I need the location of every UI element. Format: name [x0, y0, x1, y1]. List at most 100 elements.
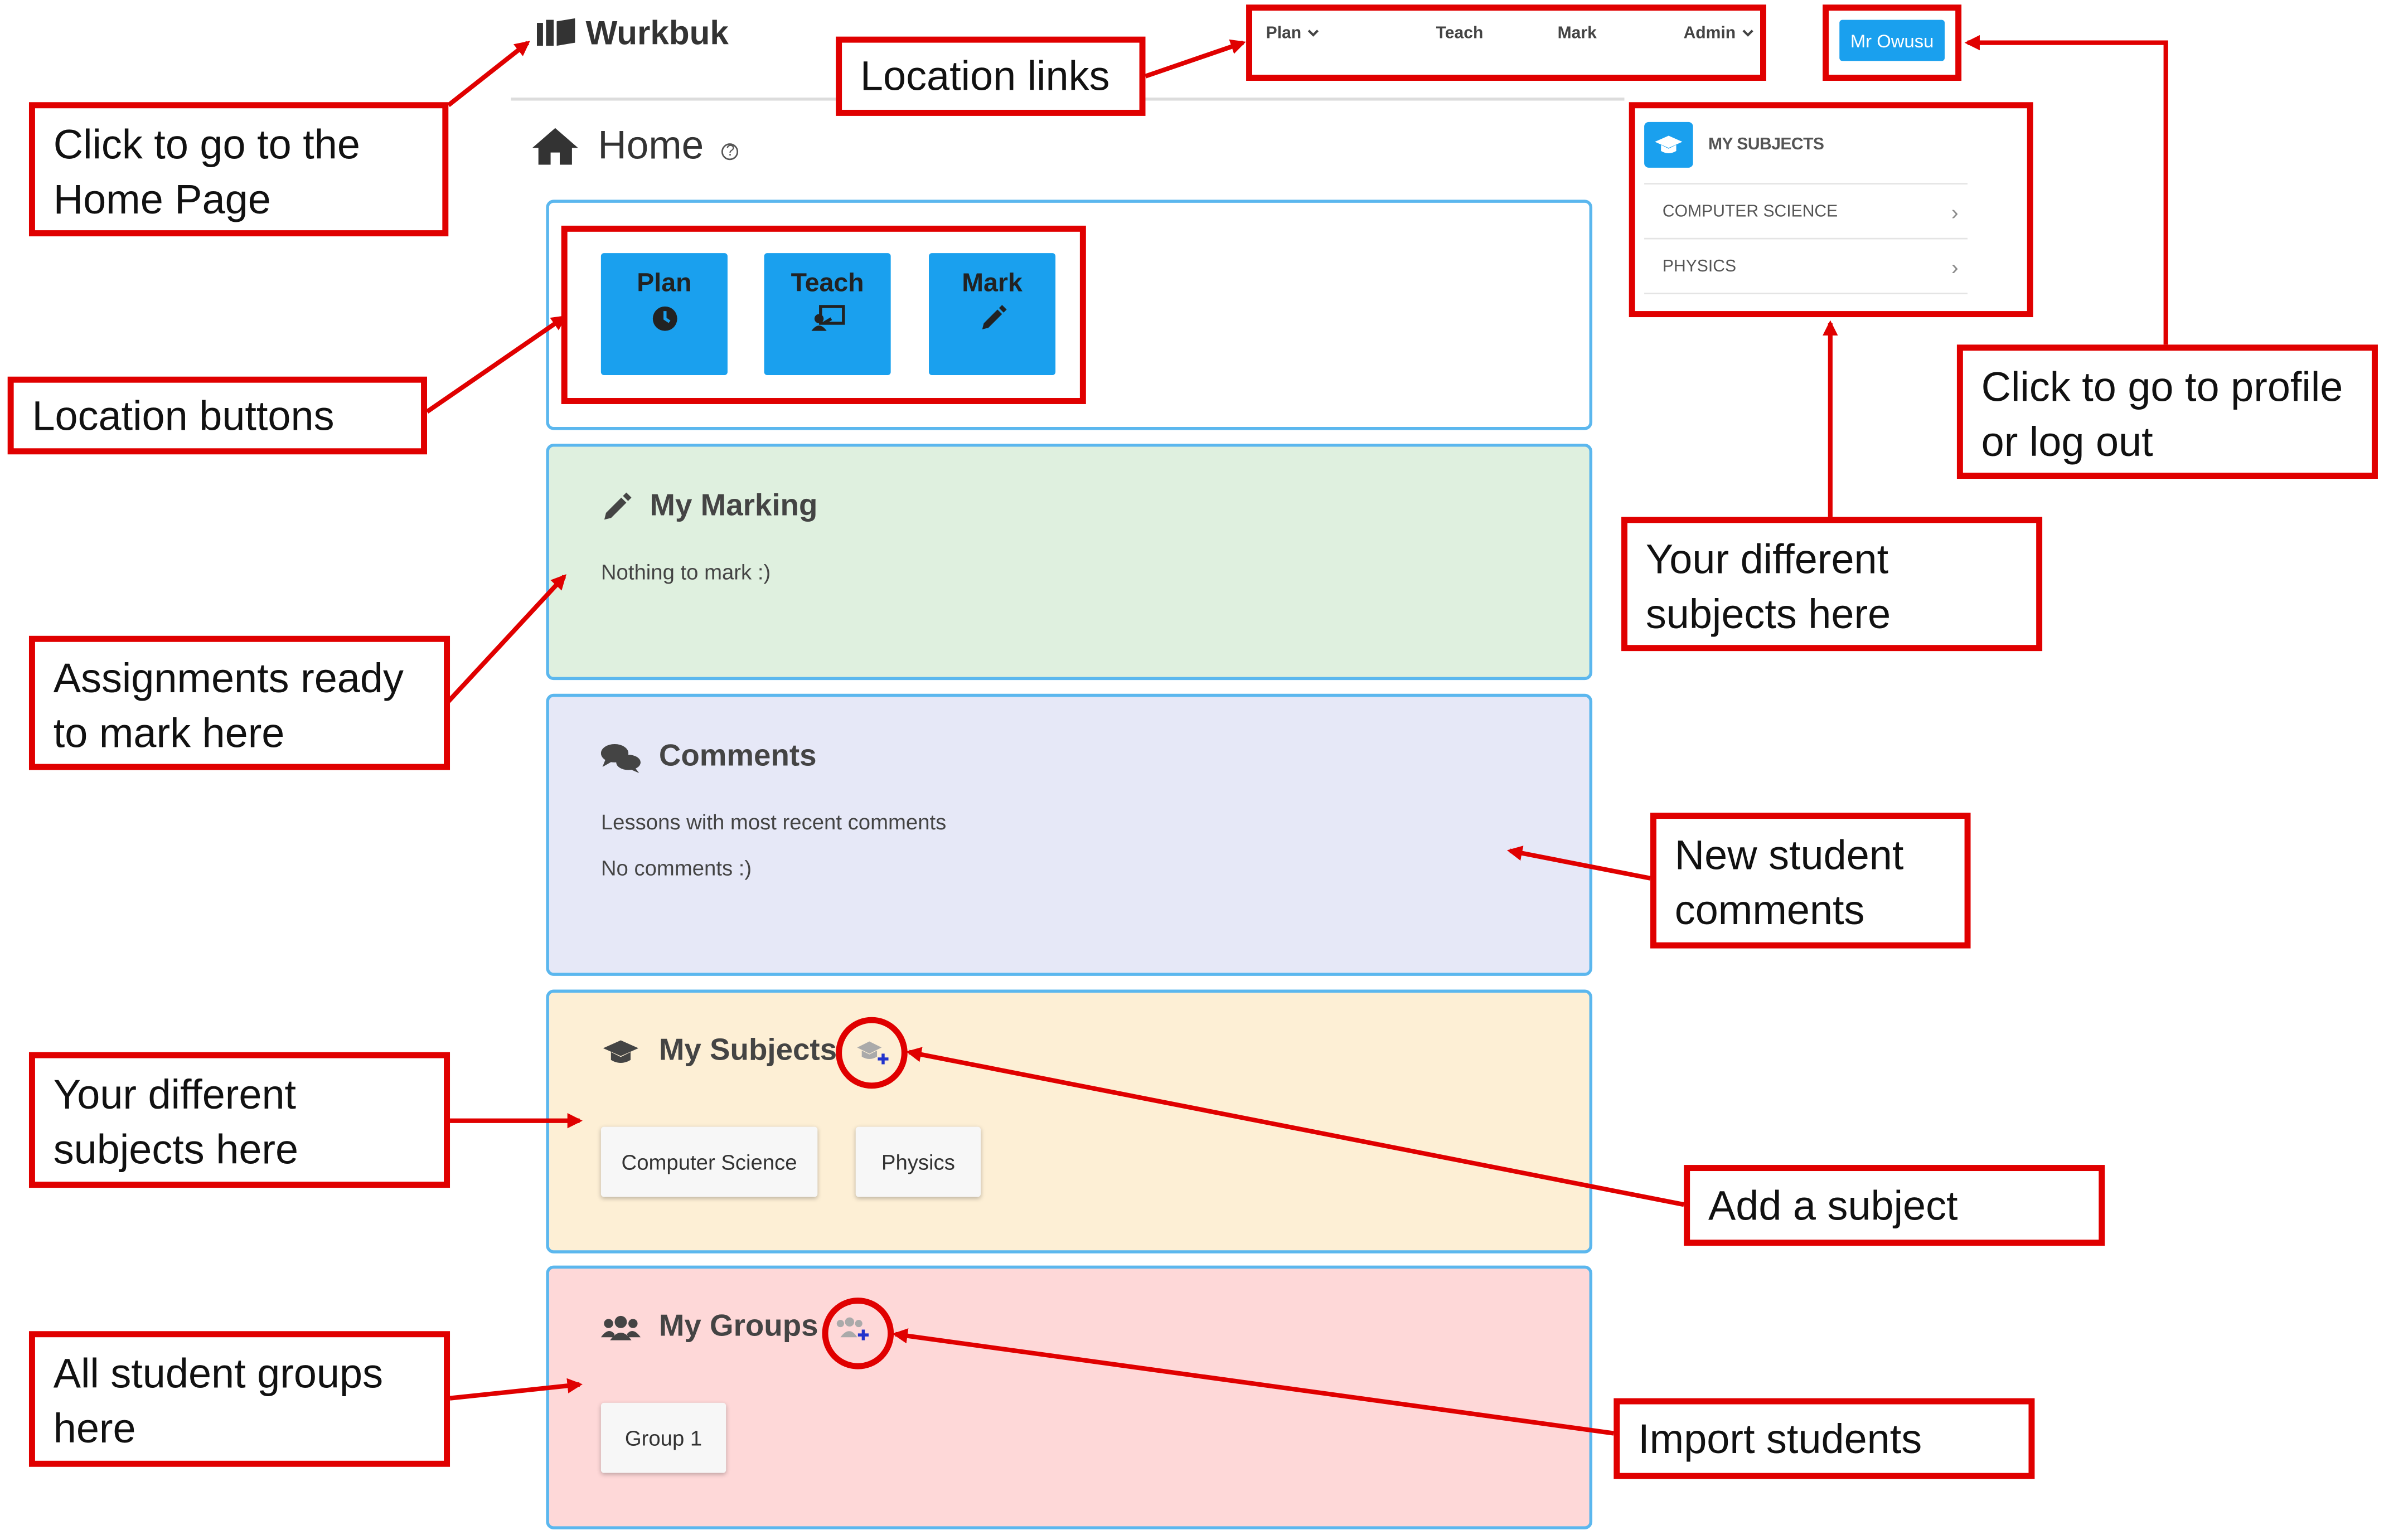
callout-groups-line1: All student groups [53, 1350, 384, 1397]
sidebar-title: MY SUBJECTS [1708, 135, 1824, 154]
callout-import-students: Import students [1613, 1398, 2035, 1479]
arrow-location-links [1145, 39, 1246, 79]
comments-panel: Comments Lessons with most recent commen… [546, 693, 1593, 976]
home-logo[interactable]: Wurkbuk [536, 13, 729, 54]
arrow-location-buttons [425, 315, 567, 414]
nav-mark-label: Mark [1557, 24, 1597, 43]
sidebar-item-physics[interactable]: PHYSICS › [1644, 237, 1968, 294]
subject-chip-computer-science[interactable]: Computer Science [600, 1126, 818, 1197]
location-links: Plan Teach Mark Admin [1266, 25, 1754, 43]
app-name: Wurkbuk [585, 13, 729, 52]
clock-icon [652, 306, 677, 331]
plan-location-button[interactable]: Plan [600, 253, 728, 375]
callout-groups-line2: here [53, 1406, 136, 1452]
chevron-down-icon [1742, 30, 1753, 37]
nav-admin-label: Admin [1683, 24, 1736, 43]
pencil-icon [604, 492, 632, 519]
arrow-marking [447, 574, 566, 703]
callout-add-subject: Add a subject [1684, 1165, 2105, 1246]
callout-subjects-line1: Your different [53, 1072, 297, 1118]
my-marking-title: My Marking [601, 489, 818, 524]
callout-comments-line2: comments [1674, 887, 1865, 934]
graduation-cap-icon [603, 1039, 639, 1062]
sidebar-item-label: COMPUTER SCIENCE [1662, 202, 1838, 221]
callout-location-links: Location links [836, 36, 1146, 116]
comments-title: Comments [600, 739, 817, 775]
my-marking-panel: My Marking Nothing to mark :) [546, 444, 1593, 681]
book-logo-icon [536, 18, 575, 46]
chevron-down-icon [1308, 30, 1319, 37]
sidebar-item-computer-science[interactable]: COMPUTER SCIENCE › [1644, 183, 1968, 237]
callout-profile-line2: or log out [1981, 419, 2153, 465]
home-icon [532, 127, 578, 164]
callout-profile-line1: Click to go to profile [1981, 364, 2343, 410]
nav-admin-link[interactable]: Admin [1626, 25, 1754, 43]
my-groups-panel: My Groups Group 1 [546, 1265, 1593, 1529]
nav-teach-label: Teach [1436, 24, 1484, 43]
group-chip-group-1[interactable]: Group 1 [600, 1402, 726, 1473]
callout-home-page-line2: Home Page [53, 177, 271, 223]
callout-subjects: Your different subjects here [28, 1052, 450, 1188]
callout-sidebar-subjects: Your different subjects here [1621, 517, 2043, 652]
callout-marking-line1: Assignments ready [53, 655, 404, 702]
callout-subjects-line2: subjects here [53, 1126, 299, 1173]
nav-teach-link[interactable]: Teach [1391, 25, 1528, 43]
graduation-cap-icon [1644, 122, 1693, 168]
nav-plan-label: Plan [1266, 24, 1302, 43]
comments-icon [600, 743, 641, 773]
sidebar-my-subjects: MY SUBJECTS COMPUTER SCIENCE › PHYSICS › [1644, 106, 1968, 294]
location-links-highlight [1246, 4, 1766, 81]
callout-sidebar-line1: Your different [1645, 536, 1889, 583]
my-marking-title-text: My Marking [650, 489, 818, 523]
profile-button[interactable]: Mr Owusu [1839, 20, 1945, 61]
arrow-groups [449, 1378, 583, 1401]
page-title: Home ? [531, 122, 739, 169]
arrow-profile [1964, 35, 2168, 345]
comments-title-text: Comments [658, 739, 817, 773]
callout-comments: New student comments [1650, 813, 1971, 949]
callout-marking: Assignments ready to mark here [28, 635, 450, 770]
location-buttons-panel: Plan Teach Mark [546, 200, 1593, 430]
chevron-right-icon: › [1951, 199, 1959, 224]
callout-home-page-line1: Click to go to the [53, 122, 360, 168]
my-subjects-title-text: My Subjects [658, 1033, 837, 1067]
import-students-highlight [822, 1298, 894, 1369]
arrow-add-subject [906, 1047, 1685, 1207]
teach-button-label: Teach [791, 268, 864, 298]
location-buttons-highlight [561, 225, 1086, 404]
nav-mark-link[interactable]: Mark [1528, 25, 1626, 43]
sidebar-item-label: PHYSICS [1662, 256, 1737, 275]
teach-location-button[interactable]: Teach [764, 253, 891, 375]
marking-empty-text: Nothing to mark :) [600, 560, 771, 584]
callout-sidebar-line2: subjects here [1645, 591, 1891, 638]
page-title-text: Home [598, 122, 704, 168]
sidebar-header: MY SUBJECTS [1644, 106, 1968, 183]
users-icon [600, 1315, 641, 1340]
callout-profile: Click to go to profile or log out [1956, 344, 2378, 479]
pencil-icon [981, 305, 1006, 329]
teacher-board-icon [811, 305, 845, 331]
callout-location-buttons: Location buttons [7, 376, 427, 455]
profile-highlight [1823, 4, 1962, 81]
mark-button-label: Mark [962, 268, 1023, 298]
arrow-home-page [447, 41, 530, 107]
subject-chip-physics[interactable]: Physics [855, 1126, 981, 1197]
callout-home-page: Click to go to the Home Page [28, 102, 449, 237]
callout-groups: All student groups here [28, 1331, 450, 1467]
mark-location-button[interactable]: Mark [929, 253, 1056, 375]
callout-comments-line1: New student [1674, 832, 1904, 878]
nav-plan-link[interactable]: Plan [1266, 25, 1391, 43]
arrow-import-students [892, 1328, 1614, 1436]
callout-marking-line2: to mark here [53, 710, 285, 756]
comments-empty-text: No comments :) [600, 855, 752, 880]
comments-subtitle: Lessons with most recent comments [600, 809, 947, 834]
chevron-right-icon: › [1951, 254, 1959, 279]
my-groups-title-text: My Groups [658, 1309, 818, 1344]
my-subjects-title: My Subjects [601, 1034, 889, 1069]
add-subject-highlight [836, 1017, 908, 1089]
help-icon[interactable]: ? [721, 143, 739, 161]
my-subjects-panel: My Subjects Computer Science Physics [546, 989, 1593, 1254]
arrow-comments [1506, 846, 1651, 881]
